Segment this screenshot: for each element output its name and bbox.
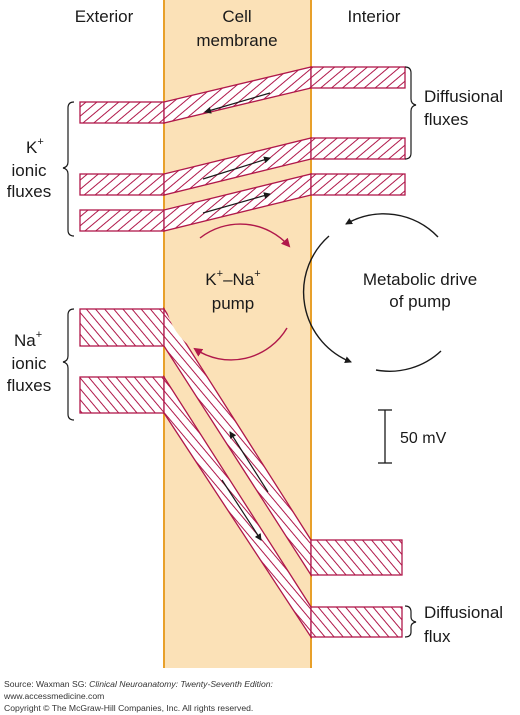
na-inward-arrow <box>221 479 262 541</box>
na-ionic-label: ionic <box>12 354 47 373</box>
source-title: Clinical Neuroanatomy: Twenty-Seventh Ed… <box>89 679 273 689</box>
k-flux-band-3 <box>79 173 406 232</box>
k-fluxes-label: fluxes <box>7 182 51 201</box>
membrane-label-line2: membrane <box>196 31 277 50</box>
pump-circle <box>165 230 295 360</box>
k-inward-arrow-2 <box>202 192 271 214</box>
k-bracket <box>62 101 75 237</box>
site-line: www.accessmedicine.com <box>4 691 105 701</box>
diffusional-flux-bracket <box>404 605 417 638</box>
membrane-label-line1: Cell <box>222 7 251 26</box>
scale-bar <box>378 409 392 464</box>
exterior-label: Exterior <box>75 7 134 26</box>
source-line: Source: Waxman SG: Clinical Neuroanatomy… <box>4 679 273 689</box>
copyright-line: Copyright © The McGraw-Hill Companies, I… <box>4 703 254 713</box>
metabolic-label-line2: of pump <box>389 292 450 311</box>
pump-label-line2: pump <box>212 294 255 313</box>
diffusional-fluxes-line1: Diffusional <box>424 87 503 106</box>
k-outward-arrow <box>204 92 271 114</box>
interior-label: Interior <box>348 7 401 26</box>
diffusional-fluxes-bracket <box>404 66 417 160</box>
credits: Source: Waxman SG: Clinical Neuroanatomy… <box>4 678 273 714</box>
metabolic-label-line1: Metabolic drive <box>363 270 477 289</box>
diffusional-fluxes-line2: fluxes <box>424 110 468 129</box>
metabolic-arrow-tail <box>375 350 442 372</box>
k-inward-arrow-1 <box>202 156 271 180</box>
diffusional-flux-line2: flux <box>424 627 451 646</box>
metabolic-arrow-upper <box>345 213 439 238</box>
pump-arrow-lower <box>193 327 288 361</box>
pump-label-line1: K+–Na+ <box>205 268 260 289</box>
k-flux-band-2 <box>79 137 406 196</box>
na-bracket <box>62 308 75 421</box>
na-flux-band-1 <box>79 306 403 578</box>
na-ion-label: Na+ <box>14 329 42 350</box>
na-flux-band-2 <box>79 374 403 640</box>
pump-arrow-upper <box>199 223 291 248</box>
scale-label: 50 mV <box>400 430 447 447</box>
na-outward-arrow <box>229 431 269 493</box>
k-ionic-label: ionic <box>12 161 47 180</box>
metabolic-arrow-lower <box>302 235 352 364</box>
na-fluxes-label: fluxes <box>7 376 51 395</box>
k-ion-label: K+ <box>26 136 44 157</box>
diffusional-flux-line1: Diffusional <box>424 603 503 622</box>
k-flux-band-1 <box>79 66 406 124</box>
